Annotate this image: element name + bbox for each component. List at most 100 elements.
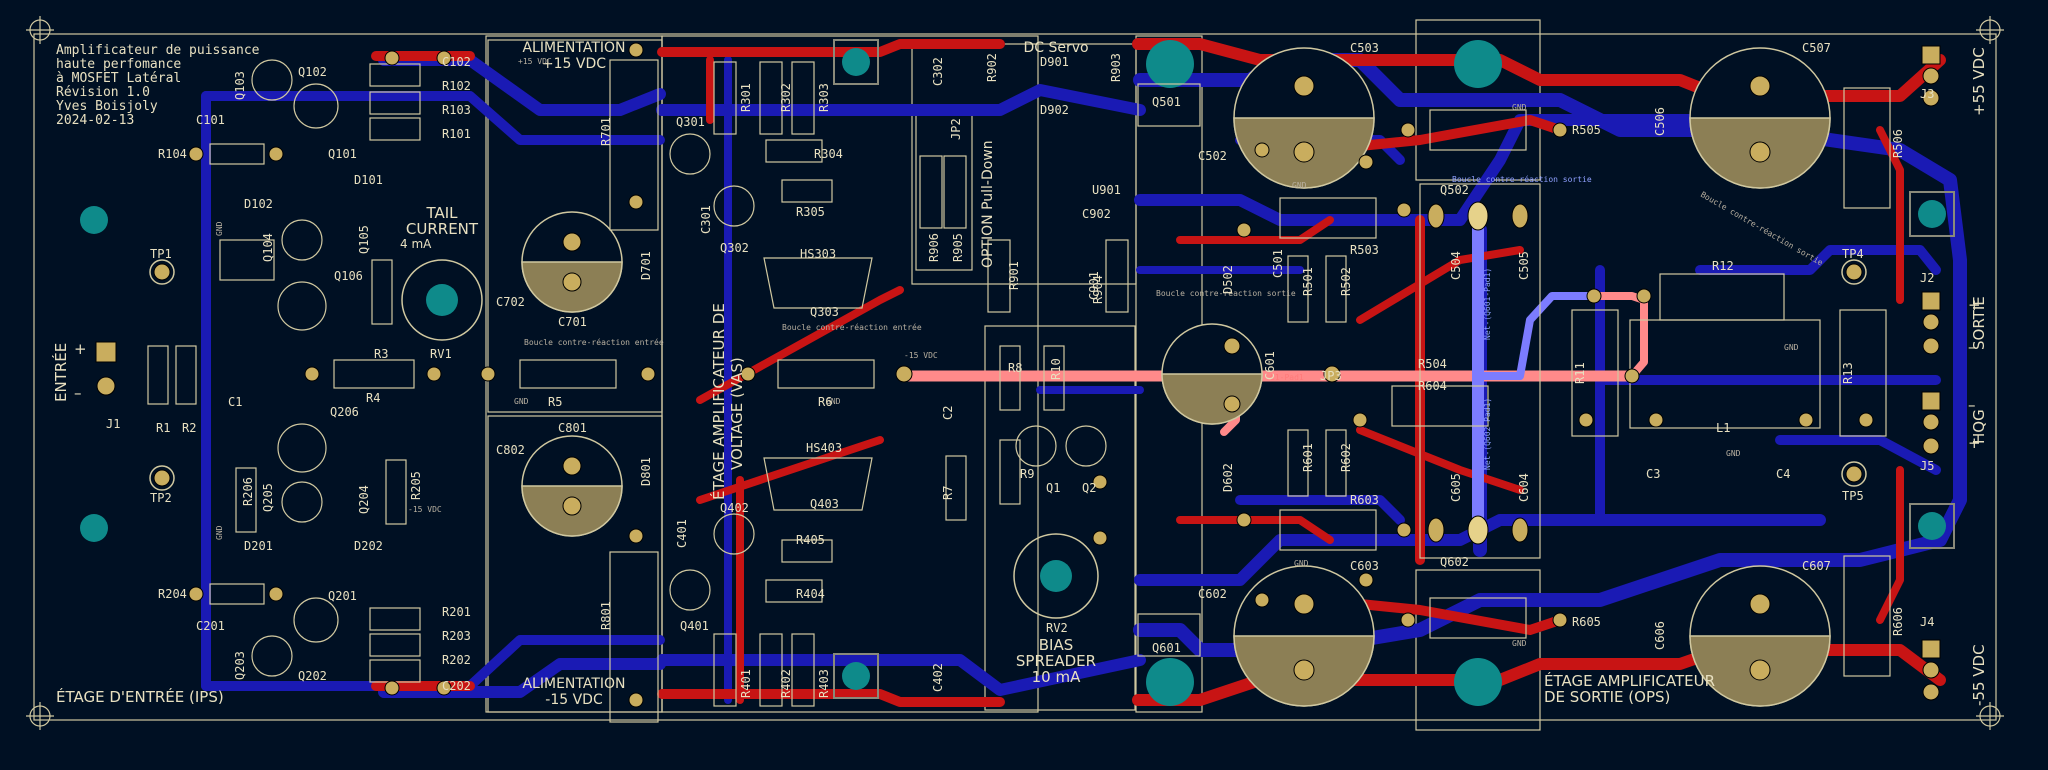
test-points [149,259,1867,491]
ref-c802: C802 [496,443,525,457]
ref-tp2: TP2 [150,491,172,505]
ref-d502: D502 [1221,265,1235,294]
ref-j5: J5 [1920,459,1934,473]
ref-d701: D701 [639,251,653,280]
ref-q204: Q204 [357,485,371,514]
ref-q402: Q402 [720,501,749,515]
section-ips: ÉTAGE D'ENTRÉE (IPS) [56,687,224,706]
ref-r405: R405 [796,533,825,547]
ref-r9: R9 [1020,467,1034,481]
transistor-outlines [251,59,1541,677]
ref-r304: R304 [814,147,843,161]
ref-c506: C506 [1653,107,1667,136]
ref-r4: R4 [366,391,380,405]
ref-r905: R905 [951,233,965,262]
title-line-4: Révision 1.0 [56,85,150,100]
ref-r7: R7 [941,486,955,500]
ref-d902: D902 [1040,103,1069,117]
ref-j1: J1 [106,417,120,431]
option-label: OPTION Pull-Down [980,140,996,268]
net-q602-label: Net-(Q602-Pad1) [1483,398,1492,470]
ref-r902: R902 [985,53,999,82]
alim-bot-line2: -15 VDC [545,692,603,708]
ref-r201: R201 [442,605,471,619]
ref-hs303: HS303 [800,247,836,261]
bias-line1: BIAS [1039,636,1074,654]
ref-tp4: TP4 [1842,247,1864,261]
ref-q401: Q401 [680,619,709,633]
plus15-label: +15 VDC [518,57,552,66]
ref-r303: R303 [817,83,831,112]
ref-c4: C4 [1776,467,1790,481]
ref-c502: C502 [1198,149,1227,163]
connector-labels: ENTRÉE + – SORTIE HQG + – – + +55 VDC -5… [51,47,1988,706]
section-ops-line2: DE SORTIE (OPS) [1544,688,1670,706]
gnd-label: GND [514,397,529,406]
ref-r11: R11 [1573,362,1587,384]
hqg-minus: – [1968,396,1976,414]
cap-c603 [1233,565,1375,707]
pads [95,42,1941,708]
reference-designators: C101 C102 R101 R102 R103 R104 Q101 Q102 … [106,41,1934,698]
ref-r2: R2 [182,421,196,435]
ref-j3: J3 [1920,87,1934,101]
ref-c301: C301 [699,205,713,234]
ref-q502: Q502 [1440,183,1469,197]
ref-jp3: JP3 [1320,369,1342,383]
ref-r502: R502 [1339,267,1353,296]
title-line-5: Yves Boisjoly [56,99,158,114]
hqg-label: HQG [1970,409,1988,444]
gnd-label: GND [826,397,841,406]
ref-c605: C605 [1449,473,1463,502]
ref-q303: Q303 [810,305,839,319]
ref-r305: R305 [796,205,825,219]
ref-jp2: JP2 [949,118,963,140]
ref-tp1: TP1 [150,247,172,261]
ref-c503: C503 [1350,41,1379,55]
gnd-label: GND [1292,181,1307,190]
net-q601-label: Net-(Q601-Pad1) [1483,268,1492,340]
ref-q301: Q301 [676,115,705,129]
ref-c606: C606 [1653,621,1667,650]
boucle-entree-1: Boucle contre-réaction entrée [524,337,664,347]
gnd-label: GND [1784,343,1799,352]
ref-r401: R401 [739,669,753,698]
ref-r605: R605 [1572,615,1601,629]
tail-line2: CURRENT [406,220,479,238]
ref-d801: D801 [639,457,653,486]
ref-r404: R404 [796,587,825,601]
ref-q403: Q403 [810,497,839,511]
gnd-label: GND [215,525,224,540]
ref-r602: R602 [1339,443,1353,472]
gnd-label: GND [1726,449,1741,458]
ref-r103: R103 [442,103,471,117]
ref-q202: Q202 [298,669,327,683]
ref-r501: R501 [1301,267,1315,296]
tail-line3: 4 mA [400,237,432,251]
ref-tp5: TP5 [1842,489,1864,503]
ref-r3: R3 [374,347,388,361]
ref-d901: D901 [1040,55,1069,69]
ref-c602: C602 [1198,587,1227,601]
ref-r606: R606 [1891,607,1905,636]
ref-r603: R603 [1350,493,1379,507]
ref-rv2: RV2 [1046,621,1068,635]
sortie-minus: – [1968,338,1976,356]
resistor-bodies [147,59,1891,723]
ref-d202: D202 [354,539,383,553]
ref-r701: R701 [599,117,613,146]
cap-c503 [1233,47,1375,189]
entree-label: ENTRÉE [51,343,70,402]
tail-line1: TAIL [425,204,458,222]
minus15-label: -15 VDC [408,505,442,514]
mounting-holes [80,39,1955,706]
gnd-label: GND [215,221,224,236]
ref-r504: R504 [1418,357,1447,371]
hqg-plus: + [1968,434,1981,452]
alim-top-line2: +15 VDC [542,56,606,72]
ref-c901: C901 [1087,271,1101,300]
ref-c3: C3 [1646,467,1660,481]
ref-c1: C1 [228,395,242,409]
sortie-label: SORTIE [1970,296,1988,350]
